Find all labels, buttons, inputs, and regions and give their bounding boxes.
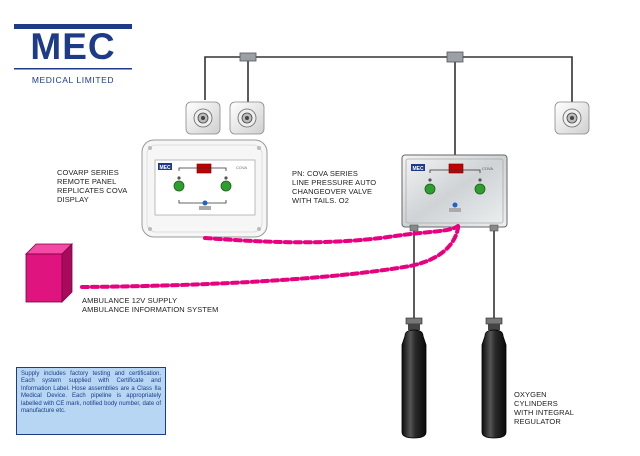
oxygen-pipeline xyxy=(204,51,573,162)
valve-right-gauge xyxy=(474,183,486,195)
valve-logo: MEC xyxy=(412,166,424,172)
ambulance-power-box xyxy=(25,243,73,303)
valve-model: COVA xyxy=(482,166,493,171)
wall-outlet-1 xyxy=(185,101,221,135)
remote-panel-label: COVARP SERIES REMOTE PANEL REPLICATES CO… xyxy=(57,168,128,204)
cable-remote-to-valve xyxy=(203,224,460,245)
ambulance-supply-label: AMBULANCE 12V SUPPLY AMBULANCE INFORMATI… xyxy=(82,296,219,314)
cable-power-to-valve xyxy=(80,226,460,289)
changeover-valve-label: PN: COVA SERIES LINE PRESSURE AUTO CHANG… xyxy=(292,169,377,205)
logo-bar xyxy=(14,24,132,29)
remote-status-led xyxy=(202,200,208,206)
supply-info-box: Supply includes factory testing and cert… xyxy=(16,367,166,435)
logo-underline xyxy=(14,68,132,70)
valve-display xyxy=(448,163,464,174)
remote-panel: MEC COVA xyxy=(141,139,268,238)
magenta-cables xyxy=(80,224,460,289)
remote-left-gauge xyxy=(173,180,185,192)
logo-subtitle: MEDICAL LIMITED xyxy=(31,75,115,85)
wall-outlet-3 xyxy=(554,101,590,135)
oxygen-cylinder-1 xyxy=(401,317,427,439)
remote-right-gauge xyxy=(220,180,232,192)
cylinder-hoses xyxy=(413,231,495,318)
valve-status-led xyxy=(452,202,458,208)
remote-panel-model: COVA xyxy=(236,165,247,170)
oxygen-cylinders-label: OXYGEN CYLINDERS WITH INTEGRAL REGULATOR xyxy=(514,390,575,426)
changeover-valve: MEC COVA xyxy=(401,154,508,232)
remote-panel-logo: MEC xyxy=(159,165,171,171)
wall-outlet-2 xyxy=(229,101,265,135)
oxygen-cylinder-2 xyxy=(481,317,507,439)
supply-info-text: Supply includes factory testing and cert… xyxy=(21,371,161,415)
valve-left-gauge xyxy=(424,183,436,195)
remote-panel-display xyxy=(196,163,212,174)
logo-brand: MEC xyxy=(30,26,116,67)
